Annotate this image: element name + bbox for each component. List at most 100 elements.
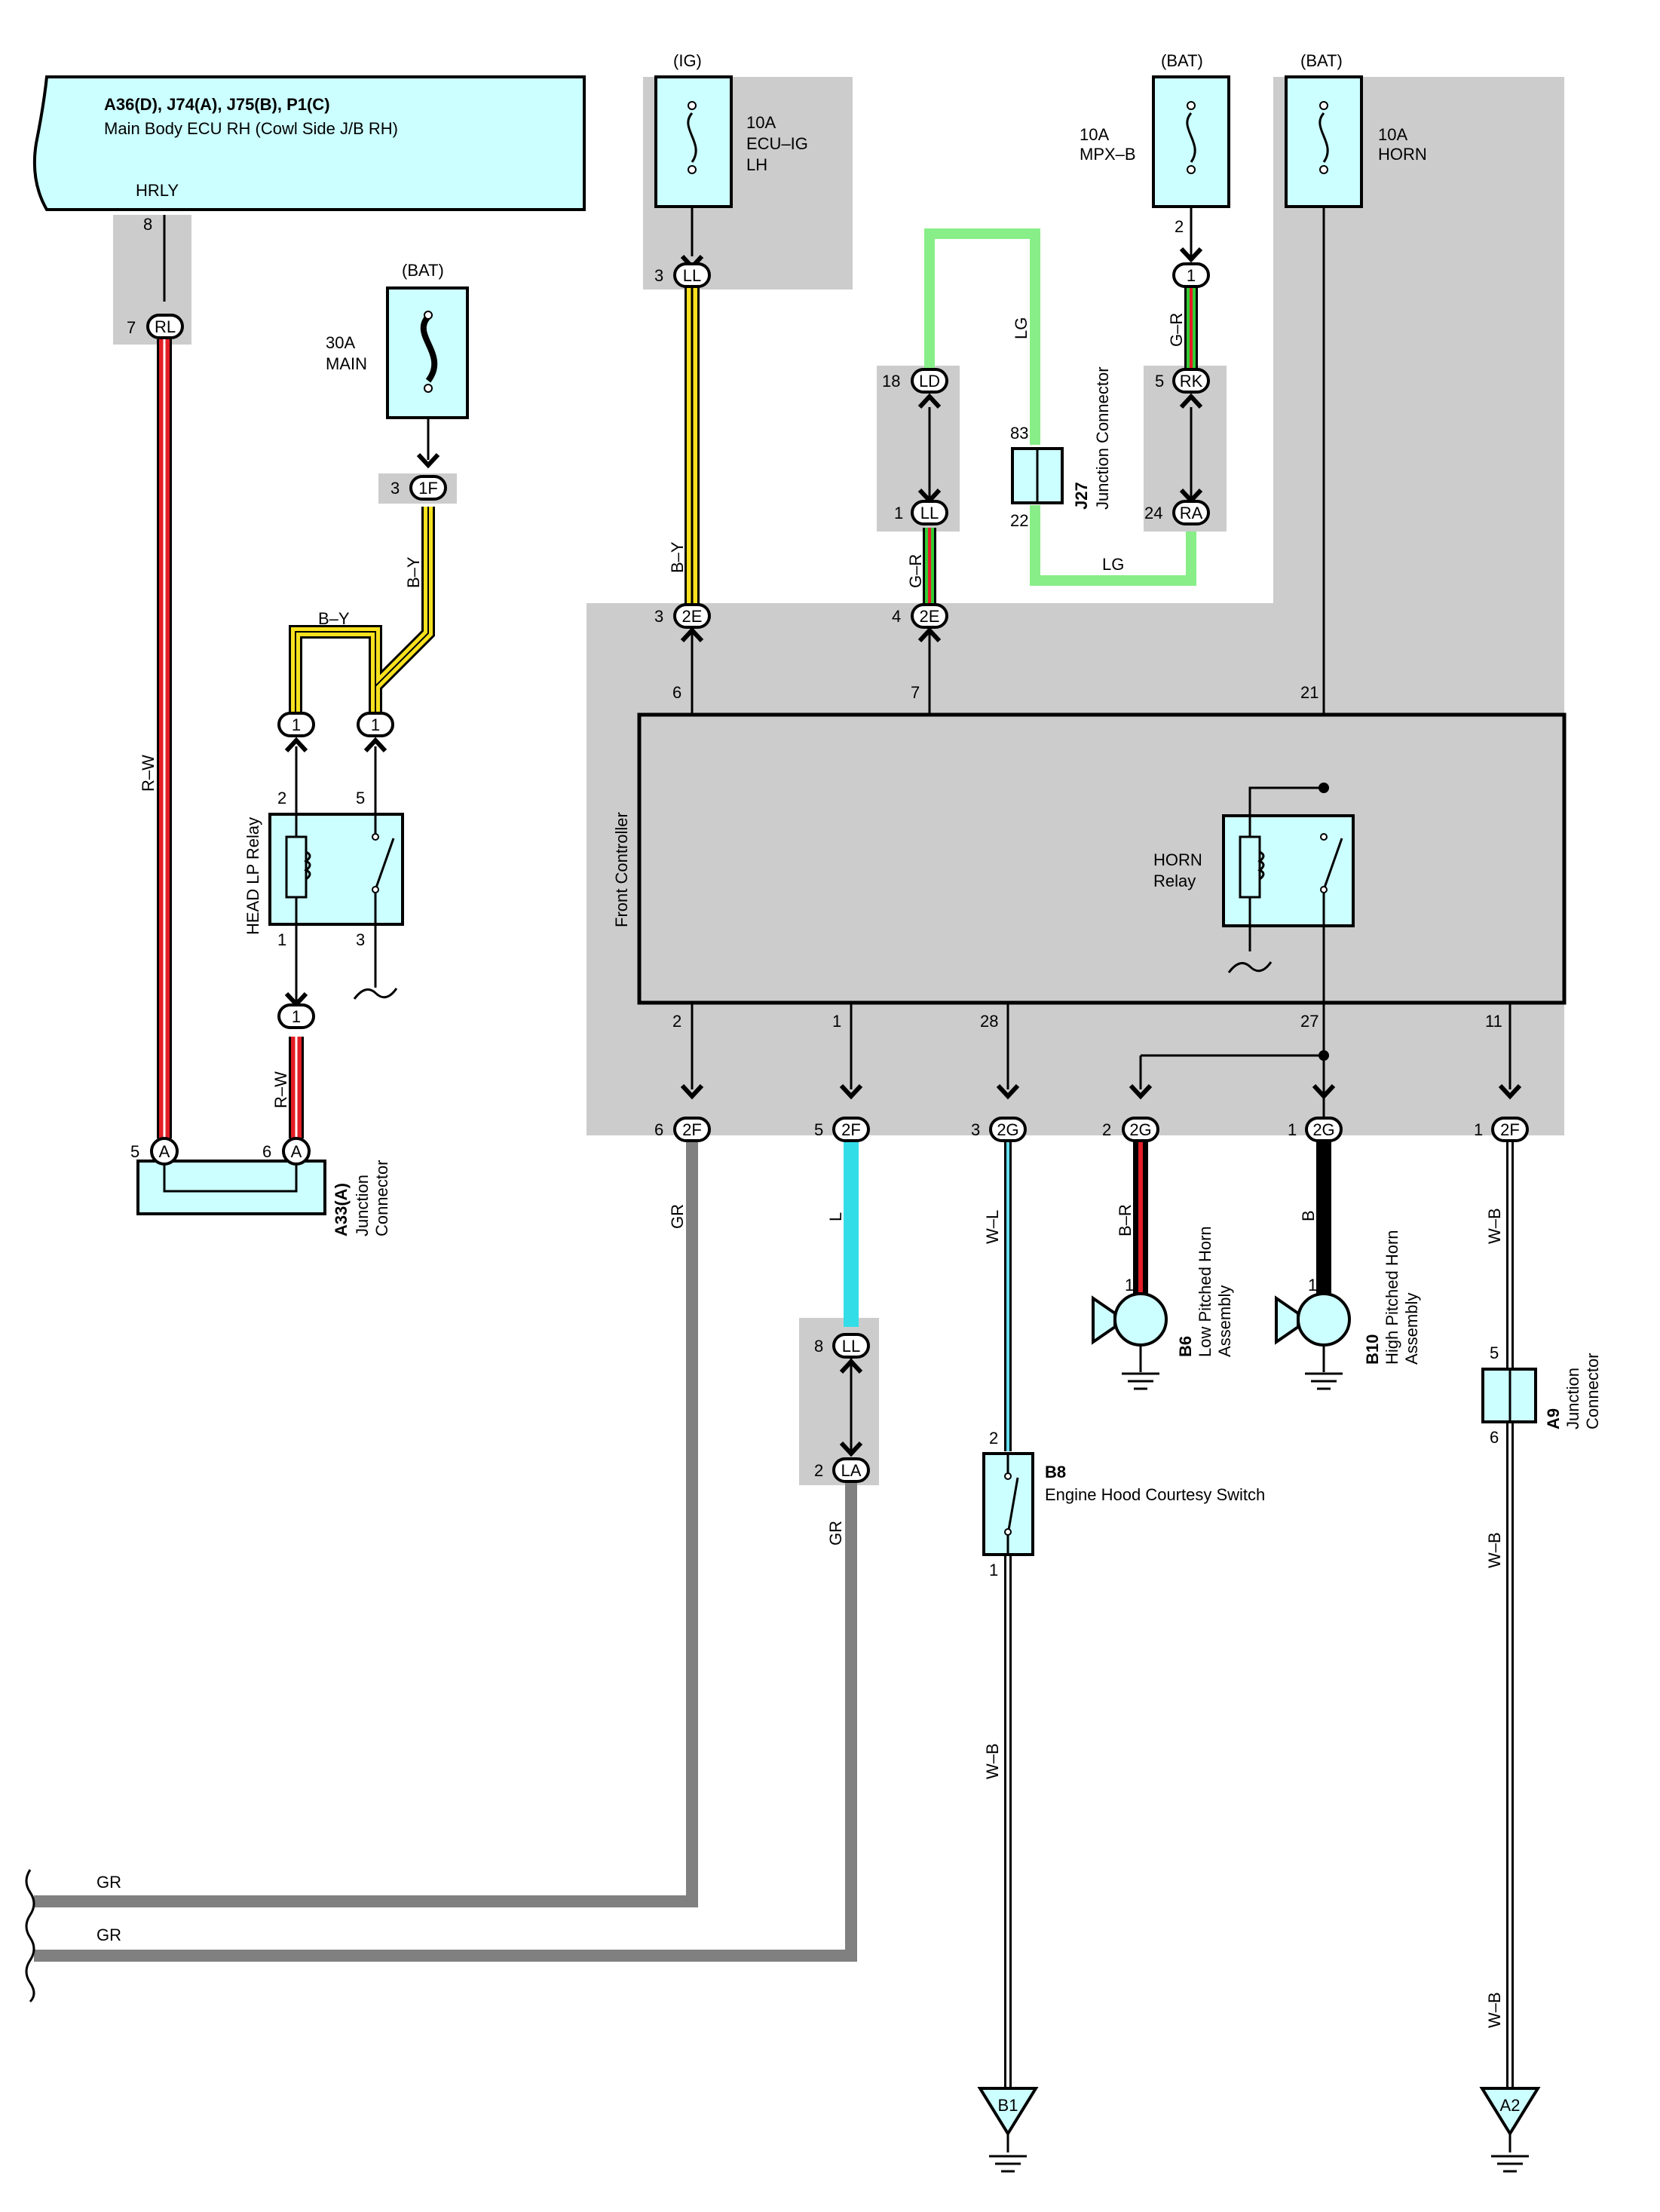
conn-2e-a: 2E 3 [654,603,711,643]
fc-pin-2: 2 [672,1012,681,1031]
svg-text:2F: 2F [841,1120,861,1139]
j27-desc: Junction Connector [1093,366,1112,510]
conn-relay-1c: 1 [277,991,315,1029]
ground-b1-label: B1 [998,2096,1018,2115]
conn-ll-top: LL 3 [654,254,711,288]
a9-desc-2: Connector [1583,1353,1602,1429]
svg-text:LL: LL [683,266,701,285]
label-l: L [826,1212,845,1221]
a33-junction-connector [136,1160,326,1215]
svg-text:1: 1 [894,504,903,522]
a9-desc-1: Junction [1564,1368,1582,1429]
switch-icon [1006,1454,1019,1555]
low-horn-icon [1092,1292,1168,1390]
svg-text:3: 3 [654,266,663,285]
horn-relay [1222,814,1355,927]
conn-mpx-1: 1 [1172,247,1210,288]
svg-text:24: 24 [1144,504,1162,522]
svg-text:LD: LD [919,372,940,391]
wire-gray-2 [34,1481,857,1962]
bat-label-3: (BAT) [402,261,444,280]
ground-a2-label: A2 [1500,2096,1521,2115]
conn-ld: LD 18 [882,368,948,409]
label-gray-4: GR [96,1926,121,1944]
ground-b1-icon [977,2087,1039,2173]
svg-text:LL: LL [842,1337,860,1356]
svg-text:1F: 1F [418,479,438,498]
horn-relay-label-2: Relay [1153,872,1196,890]
conn-2f-a: 2F 6 [654,1083,711,1142]
svg-text:2E: 2E [920,607,940,626]
label-by-2: B–Y [318,609,350,628]
fuse-mpx-name: MPX–B [1080,145,1136,164]
svg-text:RL: RL [155,317,176,336]
fc-pin-7: 7 [911,683,920,702]
conn-2g-c: 2G 1 [1288,1083,1343,1142]
a33-desc-2: Connector [372,1160,391,1236]
label-gray-1: GR [668,1204,687,1229]
high-horn-name-2: Assembly [1402,1293,1421,1365]
fuse-main-rating: 30A [326,333,355,352]
relay-p3-break-icon [353,988,398,1000]
low-horn-name-1: Low Pitched Horn [1196,1226,1214,1357]
svg-text:A: A [159,1142,170,1161]
relay-switch-icon [374,814,395,924]
label-wb-2: W–B [1485,1208,1504,1244]
switch-pin-1: 1 [989,1561,998,1579]
a9-pin-6: 6 [1490,1428,1499,1447]
svg-text:6: 6 [654,1120,663,1139]
fc-pin-21: 21 [1300,683,1319,702]
mpx-pin: 2 [1175,217,1184,236]
svg-text:2G: 2G [1312,1120,1334,1139]
label-gr-2: G–R [1167,313,1186,347]
fuse-ecu-side: LH [746,155,767,174]
horn-relay-coil-icon [1257,850,1265,881]
svg-text:1: 1 [1474,1120,1483,1139]
fuse-ecu-name: ECU–IG [746,134,808,153]
low-horn-pin: 1 [1125,1276,1134,1294]
svg-text:6: 6 [262,1142,271,1161]
a9-pin-5: 5 [1490,1343,1499,1362]
horn-relay-label-1: HORN [1153,850,1202,869]
label-wb-1: W–B [983,1743,1002,1779]
horn-relay-break-icon [1227,961,1273,973]
svg-text:LL: LL [920,504,939,522]
relay-coil-icon [304,850,311,881]
switch-code: B8 [1045,1463,1066,1481]
switch-pin-2: 2 [989,1429,998,1448]
fuse-ecu-rating: 10A [746,113,776,132]
svg-text:1: 1 [1288,1120,1297,1139]
fuse-horn-rating: 10A [1378,125,1407,144]
ecu-terminal-label: HRLY [136,181,179,200]
ecu-subtitle: Main Body ECU RH (Cowl Side J/B RH) [104,119,398,138]
wire-gray-1 [34,1135,698,1907]
relay-pin-5: 5 [356,789,365,807]
j27-pin-a: 83 [1010,424,1028,443]
a33-terminal-a [150,1137,179,1166]
fc-pin-27: 27 [1300,1012,1319,1031]
conn-rl: RL 7 [127,314,184,339]
front-controller-label: Front Controller [612,812,631,927]
conn-2g-b: 2G 2 [1102,1083,1159,1142]
svg-text:2G: 2G [1129,1120,1151,1139]
svg-text:5: 5 [1155,372,1164,391]
conn-2e-b: 2E 4 [892,603,948,643]
label-b: B [1299,1210,1318,1221]
a33-desc-1: Junction [353,1175,372,1236]
head-lp-relay [268,813,404,926]
relay-pin-2: 2 [277,789,286,807]
label-by-1: B–Y [404,556,423,588]
conn-relay-1b: 1 [357,712,394,753]
main-body-ecu [32,75,586,211]
a33-terminal-b [282,1137,311,1166]
conn-ra: RA 24 [1144,488,1210,525]
conn-relay-1a: 1 [277,712,315,753]
svg-text:1: 1 [1187,266,1196,285]
svg-text:4: 4 [892,607,901,626]
j27-pin-b: 22 [1010,511,1028,530]
high-horn-pin: 1 [1308,1276,1317,1294]
fuse-horn [1285,75,1363,208]
label-gray-2: GR [826,1521,845,1546]
label-wb-3: W–B [1485,1532,1504,1568]
svg-text:1: 1 [371,715,380,734]
